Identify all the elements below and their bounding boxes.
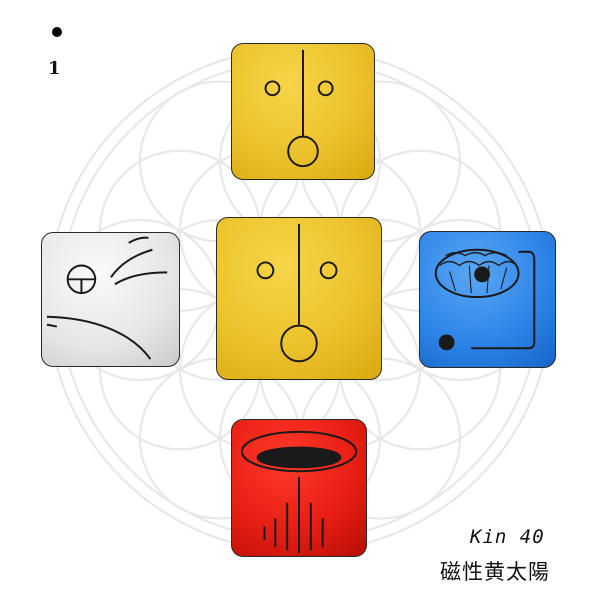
earth-glyph-icon	[240, 430, 358, 554]
tone-dot-icon	[52, 27, 62, 37]
analog-glyph-eagle	[419, 231, 556, 368]
destiny-glyph-sun	[216, 217, 382, 380]
kin-number-label: Kin 40	[470, 526, 545, 548]
wind-glyph-icon	[46, 236, 168, 360]
sun-glyph-icon	[256, 223, 338, 363]
sun-glyph-icon	[264, 49, 334, 168]
eagle-glyph-icon	[434, 248, 536, 351]
tone-number: 1	[48, 58, 61, 79]
guide-glyph-sun	[231, 43, 375, 180]
occult-glyph-earth	[231, 419, 367, 557]
antipode-glyph-wind	[41, 232, 180, 367]
kin-name-label: 磁性黄太陽	[440, 560, 550, 584]
